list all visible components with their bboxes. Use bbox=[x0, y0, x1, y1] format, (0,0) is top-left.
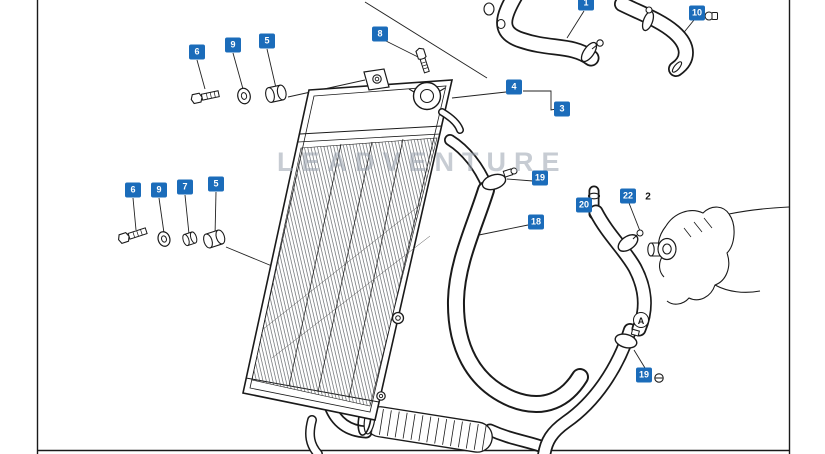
callout-3[interactable]: 3 bbox=[554, 101, 570, 117]
radiator-side-mount bbox=[391, 311, 405, 325]
callout-5[interactable]: 5 bbox=[208, 176, 224, 192]
callout-22[interactable]: 22 bbox=[620, 188, 636, 204]
callout-6[interactable]: 6 bbox=[189, 44, 205, 60]
watermark: LEADVENTURE bbox=[277, 147, 568, 177]
clamp-a-19-lower bbox=[614, 328, 664, 383]
nut-7 bbox=[182, 231, 198, 247]
hose-2-drawing bbox=[587, 185, 652, 337]
callout-19[interactable]: 19 bbox=[636, 367, 652, 383]
callout-7[interactable]: 7 bbox=[177, 179, 193, 195]
bolt-6-top bbox=[190, 90, 220, 105]
radiator-cap bbox=[408, 81, 446, 111]
callout-9[interactable]: 9 bbox=[225, 37, 241, 53]
bolt-6-left bbox=[118, 227, 148, 245]
washer-9-top bbox=[237, 87, 251, 105]
radiator-bottom-mount bbox=[376, 391, 386, 401]
lower-pipe-drawing bbox=[483, 323, 637, 454]
callout-6[interactable]: 6 bbox=[125, 182, 141, 198]
clamp-19-upper bbox=[481, 167, 518, 191]
callout-9[interactable]: 9 bbox=[151, 182, 167, 198]
clamp-22 bbox=[617, 229, 644, 252]
callout-19[interactable]: 19 bbox=[532, 170, 548, 186]
spacer-5-top bbox=[265, 84, 287, 103]
callout-20[interactable]: 20 bbox=[576, 197, 592, 213]
callout-4[interactable]: 4 bbox=[506, 79, 522, 95]
elbow-hose-10-drawing bbox=[614, 0, 718, 77]
o-ring-20 bbox=[587, 192, 601, 200]
fastener-group-top bbox=[190, 84, 287, 105]
callout-8[interactable]: 8 bbox=[372, 26, 388, 42]
radiator-drawing bbox=[242, 47, 464, 421]
fastener-group-left bbox=[118, 227, 226, 249]
cap-bolt-8 bbox=[415, 47, 430, 74]
washer-9-left bbox=[157, 231, 171, 247]
radiator-top-mount bbox=[363, 68, 390, 91]
callout-10[interactable]: 10 bbox=[689, 5, 705, 21]
callout-plain-2[interactable]: 2 bbox=[645, 191, 651, 203]
hose-18-drawing bbox=[446, 181, 589, 413]
filler-neck bbox=[438, 108, 464, 134]
callout-1[interactable]: 1 bbox=[578, 0, 594, 11]
upper-hose-1-drawing bbox=[483, 0, 604, 67]
marker-a: A bbox=[633, 312, 649, 328]
callout-18[interactable]: 18 bbox=[528, 214, 544, 230]
engine-outline bbox=[647, 206, 790, 305]
page-frame bbox=[36, 0, 791, 454]
callout-5[interactable]: 5 bbox=[259, 33, 275, 49]
spacer-5-left bbox=[203, 229, 226, 249]
